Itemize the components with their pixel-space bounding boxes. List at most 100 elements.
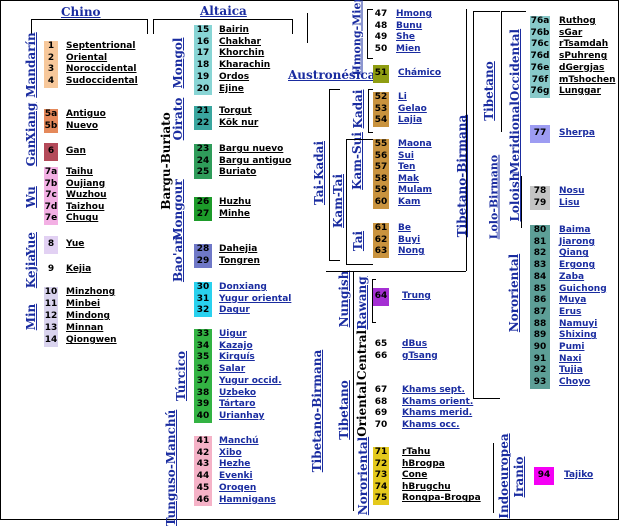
language-name[interactable]: Tongren — [219, 256, 260, 266]
language-name[interactable]: Guichong — [559, 283, 607, 294]
language-name[interactable]: Xibo — [219, 447, 242, 458]
group-indoeuropea[interactable]: Indoeuropea — [497, 433, 511, 519]
language-name[interactable]: Lisu — [559, 198, 580, 208]
group-kadai[interactable]: Kadai — [351, 89, 365, 129]
language-name[interactable]: Rongpa-Brogpa — [402, 493, 481, 504]
language-name[interactable]: Buriato — [219, 167, 257, 178]
language-name[interactable]: Torgut — [219, 106, 252, 116]
language-name[interactable]: Hmong — [396, 9, 432, 19]
group-loloish[interactable]: Loloish — [508, 172, 522, 222]
language-name[interactable]: Yugur oriental — [219, 293, 292, 304]
group-wu[interactable]: Wu — [24, 186, 38, 208]
language-name[interactable]: Noroccidental — [66, 64, 137, 75]
language-name[interactable]: Qiongwen — [66, 335, 117, 345]
language-name[interactable]: Kazajo — [219, 340, 253, 351]
language-name[interactable]: Mak — [398, 173, 420, 184]
language-name[interactable]: Khams merid. — [402, 408, 473, 419]
language-name[interactable]: Nuevo — [66, 121, 99, 131]
group-turcico[interactable]: Túrcico — [174, 350, 188, 402]
language-name[interactable]: Kök nur — [219, 118, 259, 128]
language-name[interactable]: Zaba — [559, 271, 585, 282]
language-name[interactable]: Yue — [66, 239, 85, 249]
language-name[interactable]: Dahejia — [219, 244, 258, 254]
language-name[interactable]: Trung — [402, 291, 431, 301]
group-bao-an[interactable]: Bao'an — [171, 235, 185, 283]
group-tai-kadai[interactable]: Tai-Kadai — [312, 140, 326, 206]
language-name[interactable]: Khams orient. — [402, 396, 474, 407]
austronesica-header[interactable]: Austronésica — [288, 68, 376, 82]
language-name[interactable]: Antiguo — [66, 109, 106, 119]
language-name[interactable]: sPuhreng — [559, 51, 608, 62]
chino-header[interactable]: Chino — [61, 5, 101, 19]
language-name[interactable]: Kharachin — [219, 60, 271, 71]
language-name[interactable]: Nong — [398, 246, 425, 257]
language-name[interactable]: Bargu nuevo — [219, 144, 284, 154]
language-name[interactable]: Buyi — [398, 234, 421, 245]
language-name[interactable]: Erus — [559, 306, 582, 317]
group-yue[interactable]: Yue — [24, 232, 38, 256]
group-iranio[interactable]: Iranio — [512, 456, 526, 498]
language-name[interactable]: rTahu — [402, 447, 431, 457]
group-nororiental-2[interactable]: Nororiental — [507, 253, 521, 333]
language-name[interactable]: Donxiang — [219, 282, 267, 292]
language-name[interactable]: Tártaro — [219, 399, 256, 410]
language-name[interactable]: Kejia — [66, 264, 92, 274]
language-name[interactable]: Hezhe — [219, 459, 251, 470]
group-xiang[interactable]: Xiang — [24, 102, 38, 142]
language-name[interactable]: mTshochen — [559, 74, 616, 85]
language-name[interactable]: Be — [398, 223, 411, 233]
language-name[interactable]: Bunu — [396, 20, 423, 31]
language-name[interactable]: Mien — [396, 43, 421, 54]
language-name[interactable]: Minhe — [219, 209, 250, 219]
language-name[interactable]: Mindong — [66, 311, 110, 321]
language-name[interactable]: Uzbeko — [219, 387, 257, 398]
language-name[interactable]: Lunggar — [559, 86, 601, 97]
language-name[interactable]: Hamnigans — [219, 494, 276, 505]
language-name[interactable]: Kam — [398, 197, 421, 207]
language-name[interactable]: Kirquís — [219, 352, 255, 363]
language-name[interactable]: Mulam — [398, 185, 432, 196]
language-name[interactable]: Minzhong — [66, 287, 116, 297]
language-name[interactable]: Nosu — [559, 186, 585, 196]
language-name[interactable]: Urianhay — [219, 410, 265, 421]
language-name[interactable]: Gelao — [398, 103, 427, 114]
group-mongour[interactable]: Mongour — [171, 179, 185, 241]
language-name[interactable]: Oriental — [66, 52, 108, 63]
language-name[interactable]: Taihu — [66, 167, 93, 177]
language-name[interactable]: Bargu antiguo — [219, 155, 292, 166]
language-name[interactable]: Oroqen — [219, 482, 257, 493]
language-name[interactable]: Khorchin — [219, 48, 265, 59]
language-name[interactable]: Salar — [219, 364, 246, 375]
language-name[interactable]: Tajiko — [564, 470, 594, 480]
language-name[interactable]: dGergjas — [559, 62, 605, 73]
group-kejia[interactable]: Kejia — [24, 253, 38, 289]
language-name[interactable]: Khams occ. — [402, 419, 460, 430]
language-name[interactable]: Septentrional — [66, 41, 136, 51]
language-name[interactable]: Khams sept. — [402, 385, 465, 395]
language-name[interactable]: Bairin — [219, 25, 249, 35]
altaica-header[interactable]: Altaica — [200, 4, 247, 18]
language-name[interactable]: hBrogpa — [402, 458, 445, 469]
group-hmong-mien[interactable]: Hmong-Mien — [350, 0, 364, 76]
language-name[interactable]: Cone — [402, 470, 428, 481]
language-name[interactable]: Yugur occid. — [219, 375, 282, 386]
language-name[interactable]: Uigur — [219, 329, 247, 339]
group-oirato[interactable]: Oirato — [171, 97, 185, 141]
language-name[interactable]: Dagur — [219, 305, 250, 316]
group-nungish[interactable]: Nungish — [337, 270, 351, 328]
language-name[interactable]: Huzhu — [219, 197, 251, 207]
language-name[interactable]: Naxi — [559, 353, 582, 364]
language-name[interactable]: sGar — [559, 27, 583, 38]
language-name[interactable]: Chámico — [398, 68, 442, 78]
language-name[interactable]: dBus — [402, 339, 428, 349]
language-name[interactable]: Ejine — [219, 83, 244, 94]
group-mongol[interactable]: Mongol — [171, 37, 185, 89]
language-name[interactable]: Muya — [559, 295, 587, 306]
language-name[interactable]: Jiarong — [559, 236, 595, 247]
language-name[interactable]: Minnan — [66, 323, 104, 333]
language-name[interactable]: Sui — [398, 150, 414, 161]
language-name[interactable]: Li — [398, 92, 407, 102]
language-name[interactable]: Choyo — [559, 377, 591, 388]
group-mandarin[interactable]: Mandarín — [24, 32, 38, 98]
language-name[interactable]: Taizhou — [66, 201, 105, 212]
